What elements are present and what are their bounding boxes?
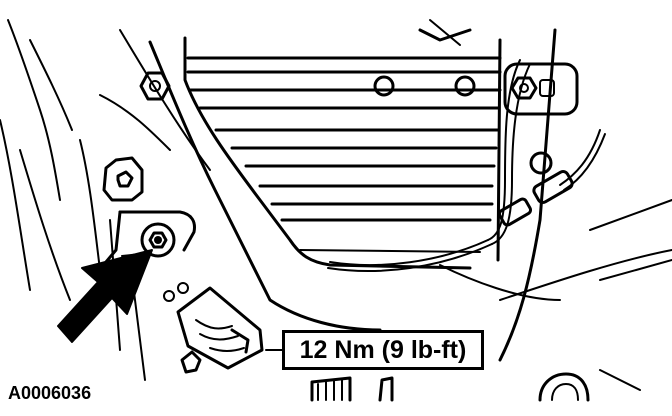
star-clip (180, 350, 202, 374)
hex-nut-icon (139, 71, 171, 101)
bolt-icon (140, 222, 176, 258)
torque-spec-label: 12 Nm (9 lb-ft) (282, 330, 484, 370)
keyhole-bracket (102, 156, 144, 202)
wire-harness (327, 59, 606, 301)
figure-id: A0006036 (8, 383, 92, 403)
door-panel (148, 19, 672, 362)
lower-latch (176, 286, 264, 370)
background-contours (0, 19, 211, 381)
small-holes (163, 282, 189, 302)
panel-holes (373, 75, 553, 175)
arrow-pointer-icon (57, 249, 153, 343)
bottom-parts (310, 369, 641, 402)
